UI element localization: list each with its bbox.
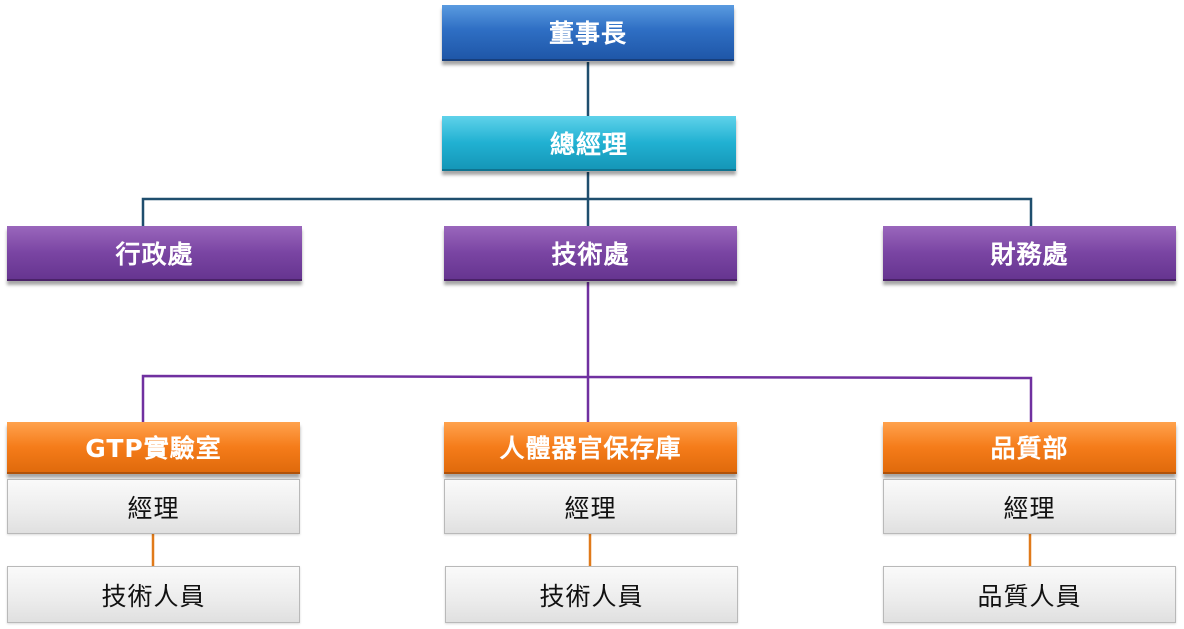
unit-organ-bank-manager-box: 經理 — [444, 479, 737, 534]
general-manager-box: 總經理 — [442, 116, 736, 171]
unit-gtp-lab-label: GTP實驗室 — [85, 434, 222, 463]
connector-dept-bus — [141, 197, 1033, 226]
unit-organ-bank-box: 人體器官保存庫 — [444, 422, 737, 474]
general-manager-label: 總經理 — [549, 129, 628, 159]
unit-quality-box: 品質部 — [883, 422, 1176, 474]
unit-gtp-lab-staff-label: 技術人員 — [101, 581, 206, 611]
unit-gtp-lab-manager-box: 經理 — [7, 479, 300, 534]
finance-department-box: 財務處 — [883, 226, 1176, 281]
unit-quality-staff-label: 品質人員 — [977, 581, 1082, 611]
unit-quality-label: 品質部 — [990, 434, 1069, 463]
unit-quality-staff-box: 品質人員 — [883, 566, 1176, 623]
unit-organ-bank-staff-box: 技術人員 — [445, 566, 738, 623]
unit-organ-bank-staff-label: 技術人員 — [539, 581, 644, 611]
admin-department-box: 行政處 — [7, 226, 302, 281]
connector-unit-bus — [141, 374, 1033, 422]
unit-quality-manager-box: 經理 — [883, 479, 1176, 534]
chairman-box: 董事長 — [442, 5, 734, 61]
tech-department-box: 技術處 — [444, 226, 737, 281]
admin-department-label: 行政處 — [115, 239, 194, 269]
unit-organ-bank-label: 人體器官保存庫 — [499, 434, 682, 463]
unit-quality-manager-label: 經理 — [1003, 493, 1056, 523]
finance-department-label: 財務處 — [990, 239, 1069, 269]
unit-gtp-lab-manager-label: 經理 — [127, 493, 180, 523]
tech-department-label: 技術處 — [551, 239, 630, 269]
unit-organ-bank-manager-label: 經理 — [564, 493, 617, 523]
chairman-label: 董事長 — [548, 19, 627, 48]
unit-gtp-lab-box: GTP實驗室 — [7, 422, 300, 474]
unit-gtp-lab-staff-box: 技術人員 — [7, 566, 300, 623]
